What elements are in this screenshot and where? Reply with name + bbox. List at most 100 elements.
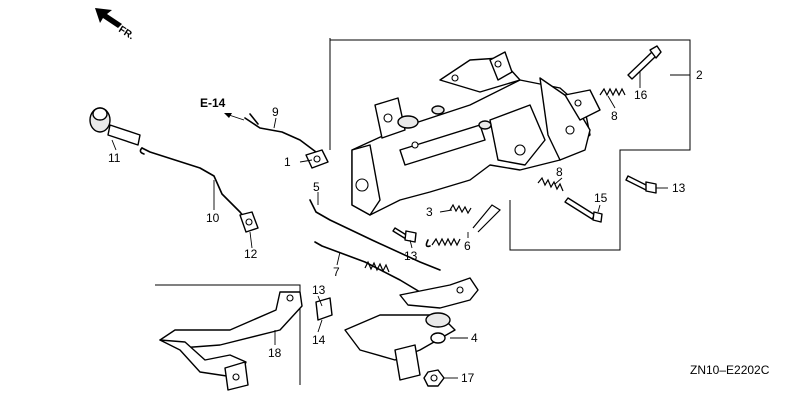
knob-shaft <box>107 124 141 146</box>
callout-8-upper: 8 <box>611 109 618 123</box>
part-10-rod-end <box>139 147 145 155</box>
bracket-boss <box>397 115 419 129</box>
part-10-throttle-rod <box>141 147 249 223</box>
leader-15 <box>597 204 601 213</box>
front-arrow-icon <box>95 8 122 28</box>
part-14-clip <box>315 297 333 321</box>
callout-14: 14 <box>312 333 326 347</box>
bracket-18-hole <box>286 294 294 302</box>
bracket-hole <box>355 178 369 192</box>
front-label: FR. <box>116 24 136 42</box>
leader-13b <box>409 239 413 249</box>
e14-reference: E-14 <box>200 96 245 121</box>
callout-7: 7 <box>333 265 340 279</box>
bracket-arm-right <box>489 104 546 166</box>
part-16-screw <box>627 45 662 80</box>
bracket-rib <box>399 124 486 166</box>
assembly-bracket-frame <box>329 38 691 251</box>
leader-lines <box>111 72 690 379</box>
part-1-clip <box>305 149 329 169</box>
callout-3: 3 <box>426 205 433 219</box>
callout-13-middle: 13 <box>404 249 418 263</box>
part-18-frame <box>155 284 301 385</box>
part-9-rod <box>244 117 317 153</box>
governor-bracket-assembly <box>351 51 601 216</box>
callout-4: 4 <box>471 331 478 345</box>
bracket-boss <box>478 120 492 130</box>
arm-lever <box>399 277 479 309</box>
screw-body <box>627 51 657 80</box>
part-7-spring <box>364 260 390 273</box>
callout-9: 9 <box>272 105 279 119</box>
bracket-hole <box>451 74 459 82</box>
callout-8-lower: 8 <box>556 165 563 179</box>
part-17-nut <box>423 369 445 387</box>
bracket-hole <box>383 113 393 123</box>
leader-11 <box>111 139 117 151</box>
callout-13-lower: 13 <box>312 283 326 297</box>
leader-8a <box>607 95 616 109</box>
part-6-hook <box>425 239 431 248</box>
part-8-lower-spring <box>537 176 564 192</box>
callout-12: 12 <box>244 247 258 261</box>
part-7-rod <box>314 241 421 293</box>
leader-3 <box>439 209 453 213</box>
bolt-body <box>625 175 649 191</box>
leader-8b <box>554 177 563 185</box>
joint-hole <box>245 218 253 226</box>
arm-nut <box>430 332 446 344</box>
part-12-joint <box>239 211 259 233</box>
arm-bracket <box>394 344 421 381</box>
leader-12 <box>249 231 253 249</box>
callout-1: 1 <box>284 155 291 169</box>
bracket-hole <box>574 99 582 107</box>
bracket-hole <box>411 141 419 149</box>
callout-2: 2 <box>696 68 703 82</box>
clip-body <box>315 297 333 321</box>
part-15-screw <box>564 197 603 223</box>
bracket-boss <box>431 105 445 115</box>
screw-head <box>649 45 662 59</box>
bracket-18-hole <box>232 373 240 381</box>
arm-hole <box>456 286 464 294</box>
part-8-upper-spring <box>599 87 626 97</box>
part-9-rod-bend <box>249 113 259 125</box>
callout-11: 11 <box>108 151 121 165</box>
bolt-head <box>645 181 657 194</box>
leader-9 <box>273 117 277 129</box>
screw-head <box>592 211 603 223</box>
part-13-bolt-right <box>625 175 657 194</box>
callout-10: 10 <box>206 211 220 225</box>
knob-cap <box>92 107 108 121</box>
callout-numbers: 1 2 3 4 5 6 7 8 8 9 10 11 12 13 13 13 14… <box>108 68 703 385</box>
part-3-spring <box>449 203 472 215</box>
callout-15: 15 <box>594 191 608 205</box>
bracket-hole <box>494 60 502 68</box>
bracket-18-arm <box>159 291 303 349</box>
bracket-hole <box>565 125 575 135</box>
clip-hole <box>313 155 321 163</box>
part-4-governor-arm <box>344 277 479 381</box>
part-18-bracket <box>159 291 303 391</box>
bracket-top-ear <box>489 51 513 81</box>
callout-13-right: 13 <box>672 181 686 195</box>
leader-1 <box>299 159 313 163</box>
leader-13c <box>317 295 323 307</box>
callout-6: 6 <box>464 239 471 253</box>
arm-pivot <box>425 312 451 328</box>
e14-reference-label: E-14 <box>200 96 226 110</box>
e14-arrow-icon <box>224 113 232 118</box>
bracket-upper-right-ear <box>564 89 601 121</box>
drawing-code: ZN10–E2202C <box>690 363 770 377</box>
callout-18: 18 <box>268 346 282 360</box>
leader-14 <box>317 319 323 333</box>
leader-7 <box>336 251 341 266</box>
part-11-knob <box>89 107 141 146</box>
screw-body <box>564 197 596 220</box>
part-6-spring <box>431 204 501 247</box>
callout-5: 5 <box>313 180 320 194</box>
bolt-head <box>404 230 417 243</box>
bracket-hole <box>514 144 526 156</box>
part-13-bolt-middle <box>392 227 417 243</box>
